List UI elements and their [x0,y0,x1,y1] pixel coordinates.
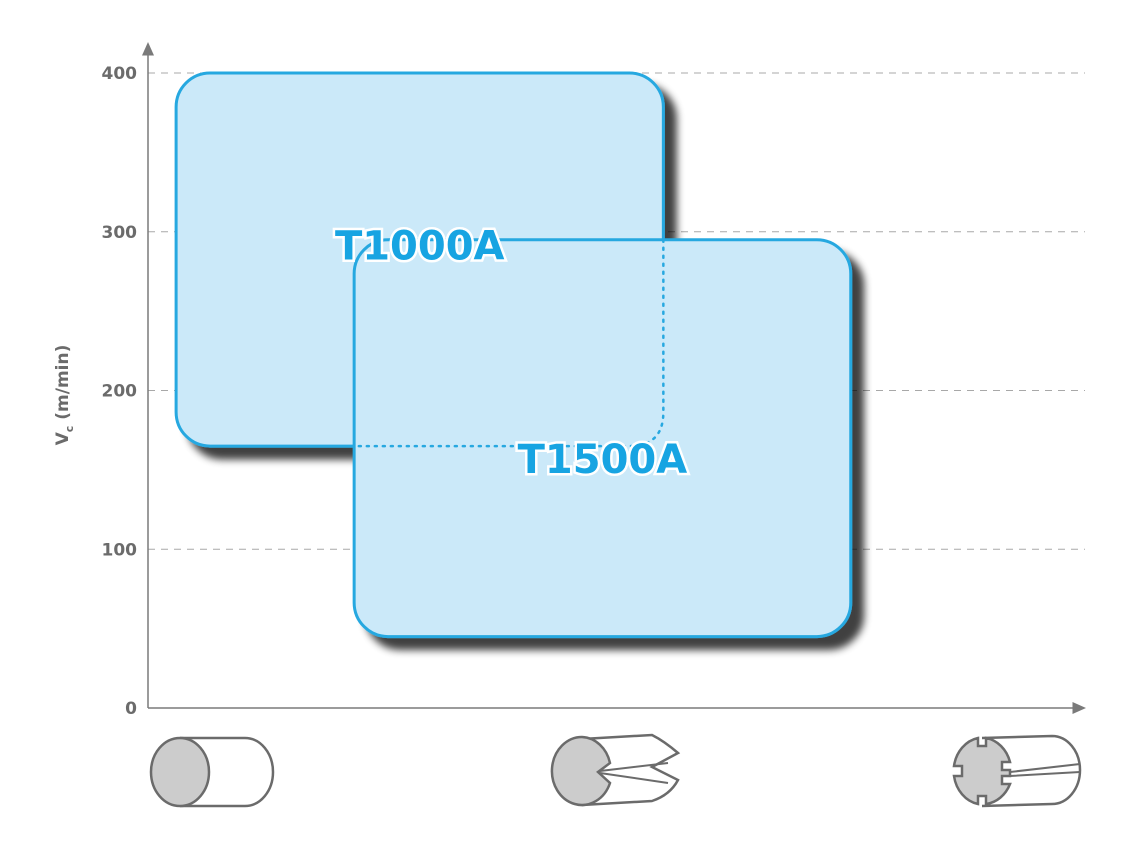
region-labels: T1000A T1500A [332,221,689,485]
round-bar-icon [149,736,275,808]
y-axis-title: Vc (m/min) [53,345,76,446]
y-axis-title-sub: c [63,426,76,433]
grooved-bar-icon [550,733,681,807]
y-tick-label: 0 [125,699,137,719]
y-tick-label: 100 [102,540,138,560]
region-label-t1500a: T1500A [518,437,688,483]
interrupted-bar-icon [952,734,1082,808]
y-axis-title-main: V [53,431,73,445]
overlap-outline [352,238,665,448]
y-tick-labels: 0 100 200 300 400 [102,64,138,719]
y-tick-label: 200 [102,382,138,402]
y-tick-label: 300 [102,223,138,243]
region-label-t1000a: T1000A [335,224,505,270]
y-tick-label: 400 [102,64,138,84]
y-axis-title-rest: (m/min) [53,345,73,426]
overlap-dotted-outline [352,238,665,448]
regions [174,71,853,639]
region-t1500a [352,238,853,639]
